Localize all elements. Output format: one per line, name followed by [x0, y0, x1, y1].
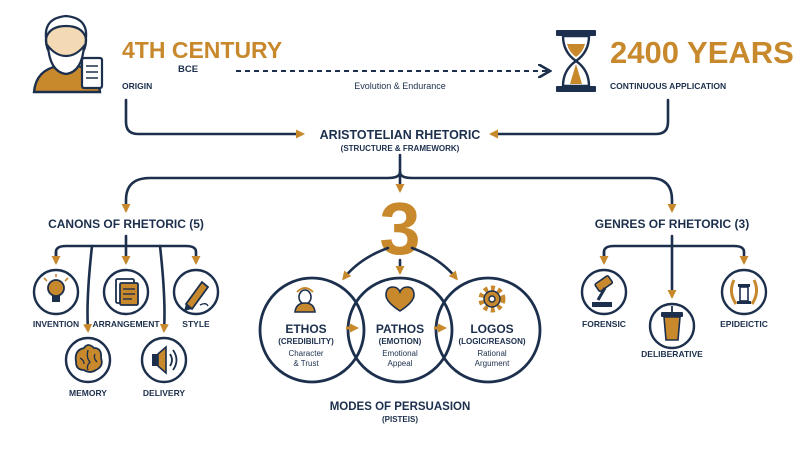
mode-desc-line1: Rational [477, 349, 507, 358]
core-subtitle: (STRUCTURE & FRAMEWORK) [341, 144, 460, 153]
podium-icon [661, 306, 683, 341]
bust-icon [294, 287, 316, 313]
mode-name: ETHOS [285, 322, 326, 336]
logos-circle [434, 276, 542, 384]
canon-label: DELIVERY [143, 388, 186, 398]
modes-title: MODES OF PERSUASION [330, 401, 471, 413]
mode-desc-line2: Argument [475, 359, 510, 368]
document-icon [115, 278, 139, 306]
heart-icon [385, 286, 415, 312]
canon-label: ARRANGEMENT [92, 319, 160, 329]
endurance-label: CONTINUOUS APPLICATION [610, 81, 726, 91]
lightbulb-icon [43, 274, 69, 302]
number-to-logos-line [410, 246, 458, 281]
genres-title: GENRES OF RHETORIC (3) [595, 217, 749, 231]
genre-label: FORENSIC [582, 319, 626, 329]
canons-title: CANONS OF RHETORIC (5) [48, 217, 204, 231]
origin-label: ORIGIN [122, 81, 152, 91]
canon-style: STYLE [172, 268, 220, 329]
laurel-icon [729, 279, 759, 305]
mode-qualifier: (CREDIBILITY) [278, 337, 334, 346]
mode-qualifier: (EMOTION) [379, 337, 422, 346]
mode-desc-line2: Appeal [388, 359, 413, 368]
brain-icon [74, 344, 103, 373]
mode-name: LOGOS [470, 322, 513, 336]
origin-era: BCE [178, 64, 198, 75]
canon-delivery: DELIVERY [140, 336, 188, 398]
number-to-ethos-line [342, 246, 390, 281]
mode-desc-line1: Character [288, 349, 323, 358]
genre-epideictic: EPIDEICTIC [720, 268, 768, 329]
core-title: ARISTOTELIAN RHETORIC [320, 128, 481, 142]
pathos-circle [346, 276, 454, 384]
modes-subtitle: (PISTEIS) [382, 415, 418, 424]
modes-number: 3 [379, 187, 420, 270]
mode-qualifier: (LOGIC/REASON) [458, 337, 525, 346]
genres-branch [602, 244, 749, 265]
ethos-circle [258, 276, 366, 384]
canon-memory: MEMORY [64, 336, 112, 398]
mode-desc-line2: & Trust [293, 359, 319, 368]
endurance-years: 2400 YEARS [610, 35, 794, 70]
mode-desc-line1: Emotional [382, 349, 418, 358]
genre-forensic: FORENSIC [580, 268, 628, 329]
gavel-icon [592, 275, 614, 307]
endurance-to-core-line [489, 98, 670, 139]
genre-label: EPIDEICTIC [720, 319, 768, 329]
endurance-block: 2400 YEARS CONTINUOUS APPLICATION [610, 35, 794, 91]
origin-century: 4TH CENTURY [122, 37, 282, 63]
canon-label: MEMORY [69, 388, 107, 398]
mode-pathos: PATHOS (EMOTION) Emotional Appeal [376, 286, 424, 368]
origin-to-core-line [124, 98, 305, 139]
hourglass-icon [556, 30, 596, 92]
genre-label: DELIBERATIVE [641, 349, 703, 359]
canon-label: INVENTION [33, 319, 79, 329]
speaker-icon [152, 345, 178, 375]
mode-logos: LOGOS (LOGIC/REASON) Rational Argument [458, 285, 526, 368]
origin-block: 4TH CENTURY BCE ORIGIN [122, 37, 282, 91]
canon-arrangement: ARRANGEMENT [92, 268, 160, 329]
canon-label: STYLE [182, 319, 210, 329]
connector-label: Evolution & Endurance [354, 81, 446, 91]
mode-ethos: ETHOS (CREDIBILITY) Character & Trust [278, 287, 334, 368]
pen-icon [184, 280, 210, 311]
aristotle-icon [32, 14, 104, 94]
canons-to-delivery-line [158, 244, 169, 333]
core-to-canons-line [121, 170, 402, 213]
mode-name: PATHOS [376, 322, 424, 336]
gear-icon [478, 285, 506, 313]
canons-to-memory-line [83, 244, 94, 333]
core-to-genres-line [398, 170, 677, 213]
canon-invention: INVENTION [32, 268, 80, 329]
genre-deliberative: DELIBERATIVE [641, 302, 703, 359]
